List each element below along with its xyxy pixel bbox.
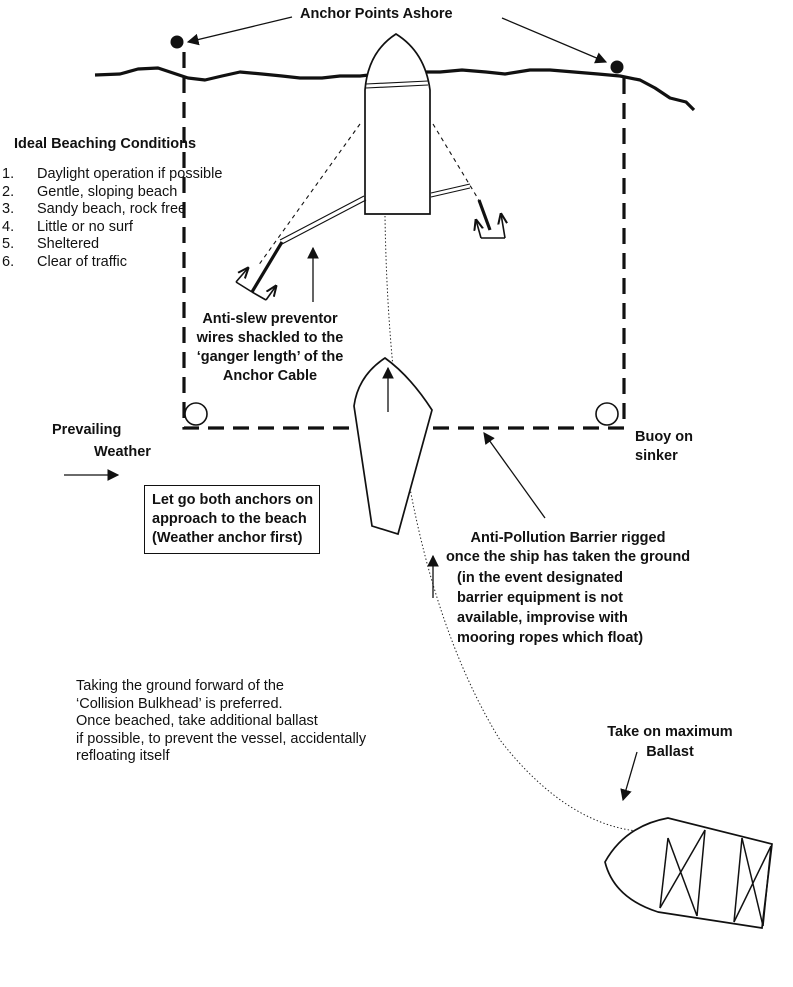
list-item: 1.Daylight operation if possible <box>2 166 223 182</box>
ballasted-ship <box>604 817 773 929</box>
take-ballast-label: Take on maximum Ballast <box>607 724 733 760</box>
barrier-note: (in the event designated barrier equipme… <box>457 570 644 646</box>
prevailing-weather-label: Prevailing Weather <box>52 422 151 460</box>
anchor-point-left <box>170 35 184 49</box>
anchor-left-symbol <box>235 241 284 301</box>
buoy-right <box>595 402 619 426</box>
list-item: 3.Sandy beach, rock free <box>2 201 187 217</box>
buoy-left <box>184 402 208 426</box>
anchor-cable-right <box>432 123 481 203</box>
buoy-label: Buoy on sinker <box>635 429 693 464</box>
arrow-anchor-left <box>186 16 293 46</box>
ideal-conditions-title: Ideal Beaching Conditions <box>14 136 197 152</box>
anti-pollution-label: Anti-Pollution Barrier rigged once the s… <box>445 530 691 565</box>
arrow-take-ballast <box>620 751 638 802</box>
approaching-ship <box>353 356 433 536</box>
arrow-anchor-right <box>501 17 608 64</box>
anchor-point-right <box>610 60 624 74</box>
taking-ground-note: Taking the ground forward of the ‘Collis… <box>76 678 367 764</box>
anchor-cable-left <box>257 123 361 267</box>
beached-ship <box>364 32 431 215</box>
ideal-conditions-list: 1.Daylight operation if possible 2.Gentl… <box>2 166 222 271</box>
anchor-right-symbol <box>476 199 505 239</box>
anchor-points-label: Anchor Points Ashore <box>300 6 453 22</box>
list-item: 2.Gentle, sloping beach <box>2 183 178 200</box>
arrow-anti-pollution <box>483 432 546 519</box>
anti-slew-label: Anti-slew preventor wires shackled to th… <box>186 310 354 386</box>
let-go-anchors-box: Let go both anchors on approach to the b… <box>144 485 321 554</box>
anti-pollution-barrier <box>182 52 626 430</box>
list-item: 5.Sheltered <box>2 236 100 252</box>
list-item: 6.Clear of traffic <box>2 253 127 270</box>
list-item: 4.Little or no surf <box>2 218 133 235</box>
